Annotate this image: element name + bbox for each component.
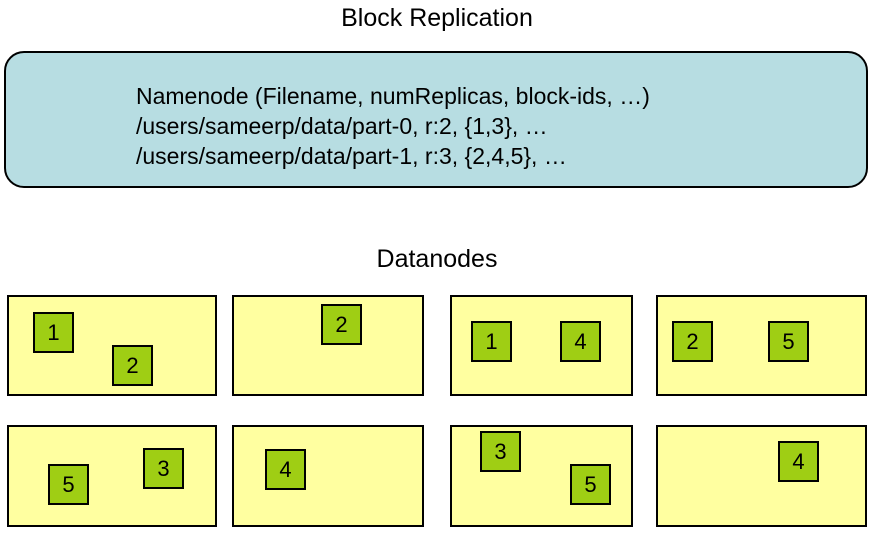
block-label: 4 xyxy=(792,448,805,474)
block-5: 5 xyxy=(768,321,809,362)
block-label: 2 xyxy=(686,328,699,354)
block-2: 2 xyxy=(112,345,153,386)
namenode-metadata-line-3: /users/sameerp/data/part-1, r:3, {2,4,5}… xyxy=(136,143,567,169)
block-4: 4 xyxy=(560,321,601,362)
block-label: 4 xyxy=(279,456,292,482)
block-label: 2 xyxy=(335,311,348,337)
page-title: Block Replication xyxy=(341,4,533,32)
namenode-metadata-line-1: Namenode (Filename, numReplicas, block-i… xyxy=(136,83,650,109)
block-5: 5 xyxy=(48,464,89,505)
block-label: 3 xyxy=(494,438,507,464)
block-5: 5 xyxy=(570,464,611,505)
block-label: 4 xyxy=(574,328,587,354)
block-label: 1 xyxy=(485,328,498,354)
block-label: 5 xyxy=(62,471,75,497)
datanode-5 xyxy=(7,425,217,527)
block-4: 4 xyxy=(265,449,306,490)
datanodes-section-label: Datanodes xyxy=(376,245,498,273)
block-4: 4 xyxy=(778,441,819,482)
namenode-box xyxy=(4,51,868,188)
namenode-metadata-text: Namenode (Filename, numReplicas, block-i… xyxy=(136,81,836,171)
block-3: 3 xyxy=(143,448,184,489)
block-1: 1 xyxy=(33,312,74,353)
datanode-8 xyxy=(656,425,867,527)
block-1: 1 xyxy=(471,321,512,362)
block-label: 2 xyxy=(126,352,139,378)
block-label: 5 xyxy=(782,328,795,354)
datanode-6 xyxy=(232,425,424,527)
block-label: 3 xyxy=(157,455,170,481)
block-label: 5 xyxy=(584,471,597,497)
block-3: 3 xyxy=(480,431,521,472)
namenode-metadata-line-2: /users/sameerp/data/part-0, r:2, {1,3}, … xyxy=(136,113,548,139)
block-label: 1 xyxy=(47,319,60,345)
block-2: 2 xyxy=(672,321,713,362)
block-2: 2 xyxy=(321,304,362,345)
